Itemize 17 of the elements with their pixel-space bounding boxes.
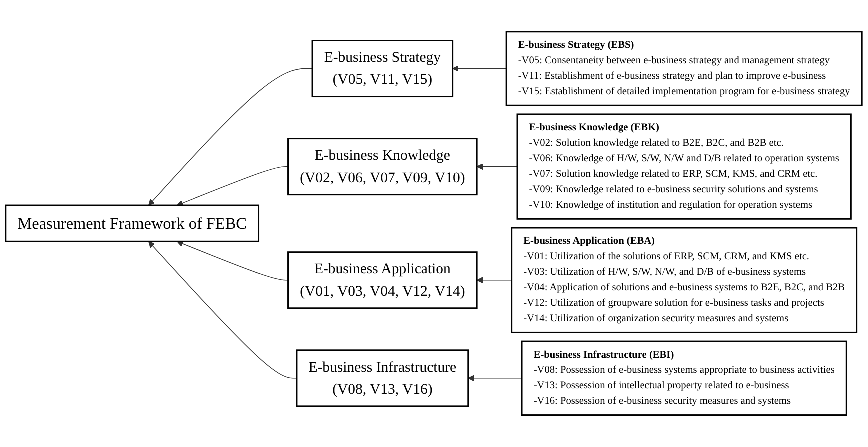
node-box: E-business Strategy (V05, V11, V15) <box>312 40 454 98</box>
node-box: E-business Infrastructure (EBI) -V08: Possession of e-business systems appropriate to business activities -V13: Possession of intellectual property related to e-business -V16: Possession of e-business security measures and systems <box>521 340 848 416</box>
arrow <box>176 166 289 206</box>
arrow <box>176 240 289 281</box>
arrow <box>148 68 313 206</box>
arrow <box>476 277 512 284</box>
arrow <box>148 241 298 379</box>
node-box: E-business Application (EBA) -V01: Utilization of the solutions of ERP, SCM, CRM, and KMS etc. -V03: Utilization of H/W, S/W, N/W, and D/B of e-business systems -V04: Application of solutions and e-business systems to B2E, B2C, and B2B -V12: Utilization of groupware solution for e-business tasks and projects -V14: Utilization of organization security measures and systems <box>511 227 858 334</box>
node-box: E-business Application (V01, V03, V04, V12, V14) <box>288 252 478 310</box>
arrow <box>476 163 518 170</box>
node-box: Measurement Framework of FEBC <box>5 204 260 242</box>
arrow <box>452 65 507 72</box>
node-box: E-business Knowledge (V02, V06, V07, V09, V10) <box>288 138 478 196</box>
node-box: E-business Strategy (EBS) -V05: Consentaneity between e-business strategy and management strategy -V11: Establishment of e-business strategy and plan to improve e-business -V15: Establishment of detailed implementation program for e-business strategy <box>506 31 863 106</box>
node-box: E-business Knowledge (EBK) -V02: Solution knowledge related to B2E, B2C, and B2B etc. -V06: Knowledge of H/W, S/W, N/W and D/B related to operation systems -V07: Solution knowledge related to ERP, SCM, KMS, and CRM etc. -V09: Knowledge related to e-business security solutions and systems -V10: Knowledge of institution and regulation for operation systems <box>516 114 852 220</box>
node-box: E-business Infrastructure (V08, V13, V16) <box>296 350 470 408</box>
arrow <box>468 375 522 382</box>
